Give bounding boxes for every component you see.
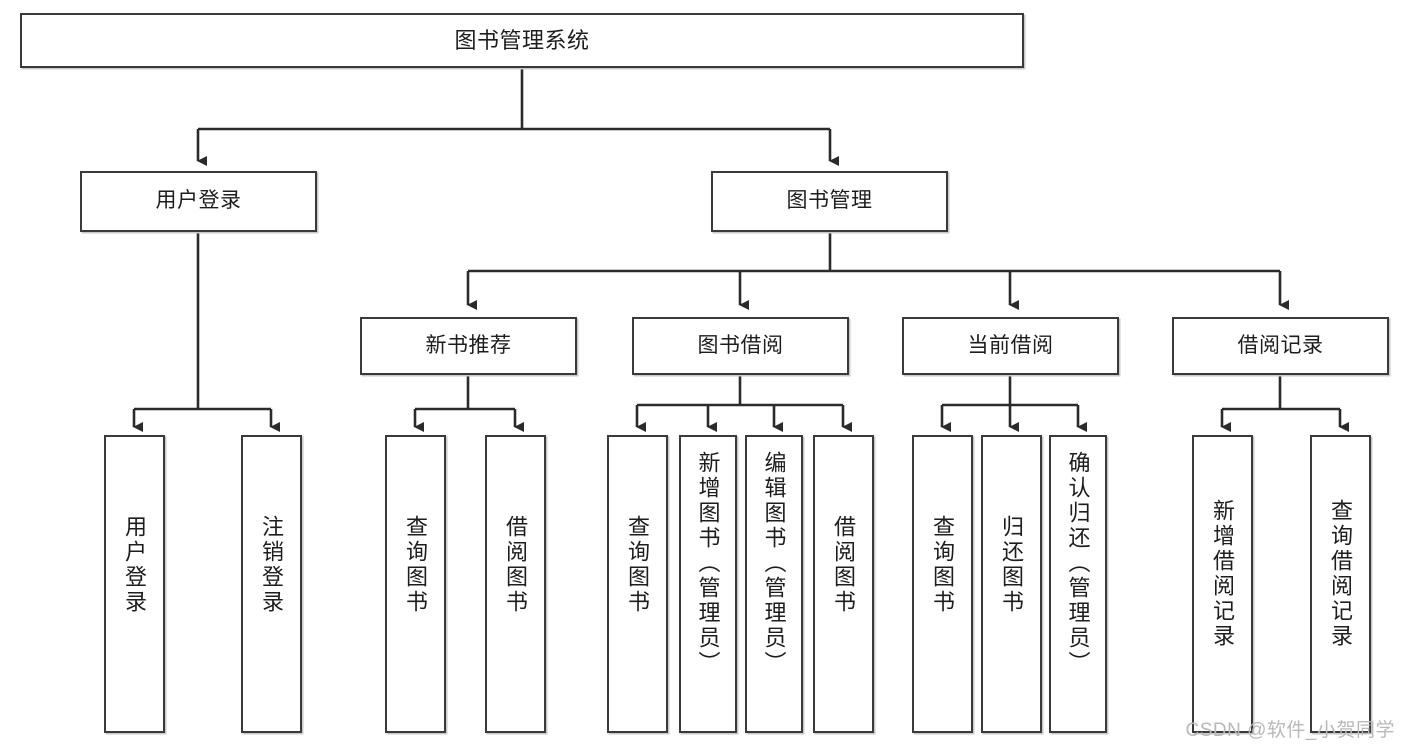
leaf-borrow-book-recommend[interactable]: 借阅图书 xyxy=(485,435,546,733)
node-label: 查询借阅记录 xyxy=(1328,499,1354,649)
node-label: 编辑图书（管理员） xyxy=(761,451,787,676)
node-borrow-record[interactable]: 借阅记录 xyxy=(1172,317,1389,375)
leaf-user-login[interactable]: 用户登录 xyxy=(104,435,165,733)
node-label: 新增借阅记录 xyxy=(1210,499,1236,649)
node-label: 当前借阅 xyxy=(967,333,1054,357)
node-new-book-recommend[interactable]: 新书推荐 xyxy=(360,317,577,375)
leaf-borrow-book[interactable]: 借阅图书 xyxy=(813,435,874,733)
node-label: 借阅记录 xyxy=(1237,333,1324,357)
node-label: 图书管理 xyxy=(786,189,873,213)
node-label: 注销登录 xyxy=(259,515,285,615)
node-label: 图书管理系统 xyxy=(454,27,590,53)
node-label: 用户登录 xyxy=(122,515,148,615)
leaf-add-book-admin[interactable]: 新增图书（管理员） xyxy=(679,435,737,733)
csdn-watermark: CSDN @软件_小贺同学 xyxy=(1185,720,1395,741)
node-label: 确认归还（管理员） xyxy=(1065,451,1091,676)
node-label: 借阅图书 xyxy=(831,515,857,615)
leaf-add-borrow-record[interactable]: 新增借阅记录 xyxy=(1192,435,1253,733)
node-label: 用户登录 xyxy=(155,189,242,213)
leaf-query-borrow-record[interactable]: 查询借阅记录 xyxy=(1310,435,1371,733)
node-label: 归还图书 xyxy=(999,515,1025,615)
leaf-query-book-current[interactable]: 查询图书 xyxy=(912,435,973,733)
leaf-query-book-recommend[interactable]: 查询图书 xyxy=(385,435,446,733)
node-current-borrow[interactable]: 当前借阅 xyxy=(902,317,1119,375)
leaf-logout[interactable]: 注销登录 xyxy=(241,435,302,733)
leaf-return-book[interactable]: 归还图书 xyxy=(981,435,1042,733)
leaf-confirm-return-admin[interactable]: 确认归还（管理员） xyxy=(1049,435,1107,733)
node-root-system[interactable]: 图书管理系统 xyxy=(20,13,1024,68)
node-label: 新书推荐 xyxy=(425,333,512,357)
node-label: 查询图书 xyxy=(625,515,651,615)
node-label: 借阅图书 xyxy=(503,515,529,615)
node-label: 图书借阅 xyxy=(697,333,784,357)
node-label: 查询图书 xyxy=(403,515,429,615)
node-label: 新增图书（管理员） xyxy=(695,451,721,676)
node-book-management[interactable]: 图书管理 xyxy=(711,171,948,232)
node-label: 查询图书 xyxy=(930,515,956,615)
leaf-query-book-borrow[interactable]: 查询图书 xyxy=(607,435,668,733)
node-book-borrow[interactable]: 图书借阅 xyxy=(632,317,849,375)
leaf-edit-book-admin[interactable]: 编辑图书（管理员） xyxy=(745,435,803,733)
node-user-login[interactable]: 用户登录 xyxy=(80,171,317,232)
